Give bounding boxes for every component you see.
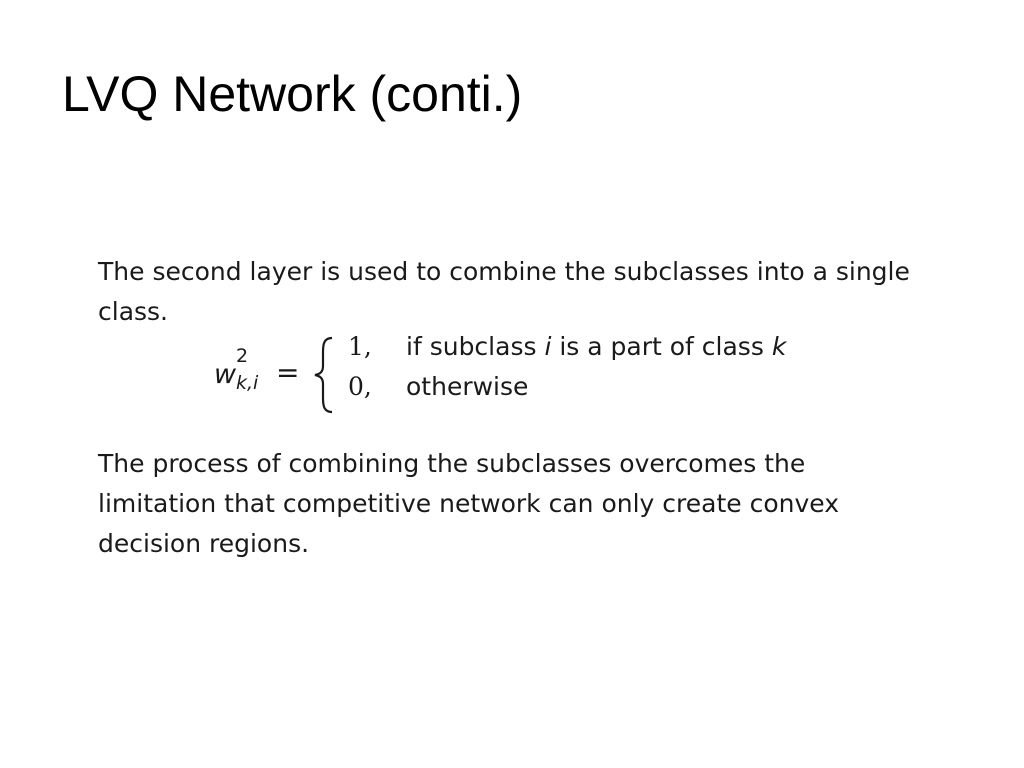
paragraph-combining-subclasses: The process of combining the subclasses …	[98, 449, 840, 558]
case-1-var-i: i	[544, 332, 552, 361]
formula-superscript: 2	[236, 345, 249, 367]
weight-formula: w 2 k,i = 1, if subclass i is a part of c…	[98, 332, 918, 444]
case-1-text-b: is a part of class	[551, 332, 772, 361]
formula-equals-sign: =	[276, 356, 300, 389]
formula-subscript: k,i	[236, 372, 259, 394]
left-brace-icon	[314, 336, 333, 414]
formula-lhs: w 2 k,i	[214, 347, 258, 393]
case-1-var-k: k	[771, 332, 787, 361]
formula-case-2: 0, otherwise	[348, 372, 528, 402]
slide-title: LVQ Network (conti.)	[62, 66, 523, 122]
slide-body: The second layer is used to combine the …	[98, 252, 918, 564]
paragraph-second-layer: The second layer is used to combine the …	[98, 257, 910, 326]
formula-case-1: 1, if subclass i is a part of class k	[348, 332, 786, 362]
case-2-text: otherwise	[406, 372, 529, 401]
case-1-text-a: if subclass	[406, 332, 545, 361]
formula-weight-symbol: w	[214, 359, 237, 390]
case-1-value: 1,	[348, 332, 372, 361]
case-2-value: 0,	[348, 372, 372, 401]
